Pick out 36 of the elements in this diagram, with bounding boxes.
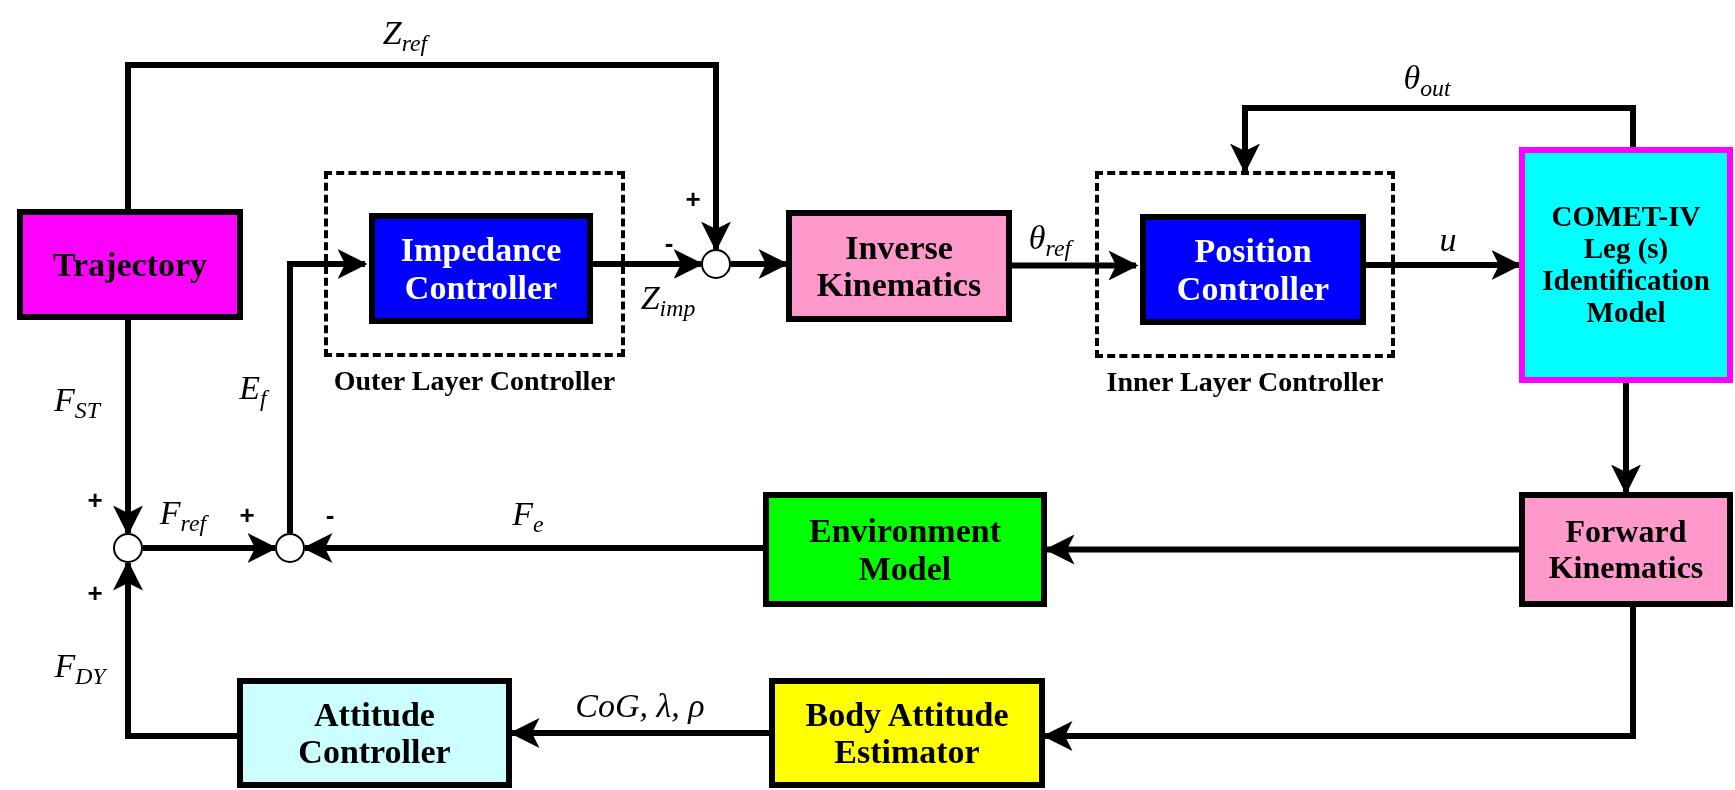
block-label: Trajectory: [51, 245, 209, 284]
arrow: [125, 62, 731, 252]
group-title: Outer Layer Controller: [333, 365, 616, 397]
arrow: [113, 560, 237, 739]
block-box: [237, 678, 512, 788]
summing-junction: [701, 249, 731, 279]
block-box: [763, 492, 1047, 607]
block-box: [1519, 147, 1733, 383]
sign-label: +: [685, 186, 701, 212]
sign-label: +: [87, 487, 103, 513]
sign-label: -: [664, 230, 674, 256]
block-box: [786, 210, 1012, 322]
arrow: [1012, 250, 1139, 281]
block-label: Position Controller: [1175, 232, 1331, 307]
block-label: Attitude Controller: [297, 695, 452, 771]
group-title: Inner Layer Controller: [1106, 366, 1384, 398]
block-box: [369, 213, 593, 324]
arrow: [1611, 383, 1641, 495]
sign-label: +: [87, 580, 103, 606]
block-box: [1140, 214, 1366, 325]
summing-junction: [275, 533, 305, 563]
block-box: [1519, 492, 1733, 607]
sign-label: +: [239, 502, 255, 528]
arrow: [1230, 105, 1636, 174]
block-box: [17, 209, 243, 320]
summing-junction: [113, 533, 143, 563]
block-label: Environment Model: [807, 512, 1003, 587]
block-label: COMET-IV Leg (s) Identification Model: [1541, 201, 1711, 329]
sign-label: -: [325, 502, 335, 528]
block-label: Forward Kinematics: [1547, 514, 1705, 585]
arrow: [287, 249, 368, 533]
block-label: Inverse Kinematics: [815, 228, 983, 304]
block-label: Impedance Controller: [399, 231, 563, 306]
arrow: [113, 320, 143, 536]
block-label: Body Attitude Estimator: [804, 695, 1010, 771]
block-box: [769, 678, 1045, 788]
